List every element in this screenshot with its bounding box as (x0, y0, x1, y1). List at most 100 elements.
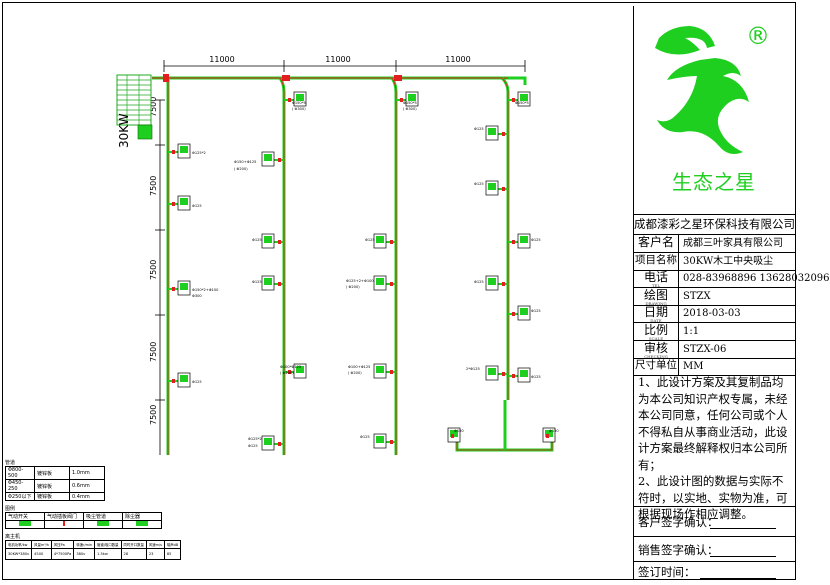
pipe-label: Φ150 (454, 429, 464, 433)
pipe-label: Φ125 (248, 444, 258, 448)
registered-mark: ® (746, 22, 770, 50)
machine-outlet (485, 180, 508, 196)
symbol-legend-title: 图例 (5, 506, 16, 512)
pipe-label: Φ125 (531, 375, 541, 379)
fan-header-cell: 同时开口数量 (120, 540, 147, 549)
info-value: 成都三叶家具有限公司 (683, 238, 783, 249)
pipe-label: Φ125*2 (248, 437, 262, 441)
fan-power-label: 30KW (117, 113, 131, 148)
pipe-label: Φ100+Φ125 (348, 365, 370, 369)
info-value: MM (683, 361, 704, 373)
machine-outlet (542, 427, 556, 443)
company-logo (655, 26, 749, 154)
machine-outlet (508, 367, 531, 383)
symbol-marks-row (5, 520, 162, 529)
pipe-legend-title: 管道 (5, 460, 16, 466)
machine-outlet (485, 365, 508, 381)
symbol-swatch (136, 521, 148, 526)
pipe-label: Φ125 (531, 238, 541, 242)
company-name: 成都漆彩之星环保科技有限公司 (634, 214, 795, 235)
info-key-sub: SCALE (648, 336, 664, 341)
pipe-label: Φ125 (531, 309, 541, 313)
machine-outlet (284, 363, 307, 379)
symbol-swatch (63, 521, 65, 526)
pipe-label: Φ125+2+Φ100 (346, 279, 374, 283)
info-value: STZX-06 (683, 343, 727, 355)
dust-collector (116, 74, 153, 140)
logo-area: ® 生态之星 (634, 6, 795, 215)
pipe-spec-cell: 1.0mm (69, 466, 105, 480)
machine-outlet (508, 305, 531, 321)
dimension-2: 11000 (325, 55, 350, 64)
vdim-4: 7500 (149, 342, 158, 362)
symbol-name: 吸尘管道 (83, 512, 123, 521)
symbol-name: 气动开关 (5, 512, 45, 521)
symbol-mark-cell (122, 520, 162, 529)
pipe-label: Φ125 (192, 380, 202, 384)
info-key-sub: DRAWING (645, 300, 667, 306)
sign-divider-1 (634, 506, 795, 507)
fan-header-cell: 管道/吸口数量 (94, 540, 122, 549)
pipe-spec-cell: Φ800-500 (5, 466, 35, 480)
machine-outlet (373, 433, 396, 449)
sales-sign-line[interactable] (710, 556, 776, 557)
pipe-spec-cell: 0.4mm (69, 492, 105, 501)
design-notes: 1、此设计方案及其复制品均为本公司知识产权专属，未经本公司同意，任何公司或个人不… (638, 374, 790, 523)
machine-outlet (168, 372, 191, 388)
pipe-label: Φ125 (252, 280, 262, 284)
pipe-spec-cell: 镀锌板 (34, 466, 70, 480)
symbol-mark-cell (83, 520, 123, 529)
fan-header-cell: 风量m³/h (31, 540, 52, 549)
order-date-line[interactable] (700, 578, 776, 579)
dimension-1: 11000 (209, 55, 234, 64)
info-value: 1:1 (683, 326, 700, 337)
pipe-label: ( Φ200) (234, 167, 248, 171)
machine-outlet (261, 233, 284, 249)
vdim-5: 7500 (149, 405, 158, 425)
pipe-label: Φ125 (474, 127, 484, 131)
pipe-label: Φ150*5 (515, 101, 529, 105)
pipe-label: Φ150+Φ125 (234, 160, 256, 164)
fan-value-cell: 380v (73, 548, 96, 560)
fan-header-cell: 转速r/min (73, 540, 96, 549)
pipe-label: Φ125 (360, 435, 370, 439)
pipe-label: Φ100*Φ125 (280, 365, 301, 369)
pipe-label: Φ150*5 (292, 101, 306, 105)
info-row: 客户名成都三叶家具有限公司 (634, 235, 795, 253)
pipe-spec-cell: Φ250以下 (5, 492, 35, 501)
symbol-table: 气动开关气动插板阀门吸尘管道除尘器 (5, 512, 162, 529)
customer-sign-line[interactable] (710, 528, 776, 529)
info-key-sub: CHECKING (644, 353, 668, 359)
vdim-2: 7500 (149, 176, 158, 196)
drawing-frame (2, 2, 796, 580)
fan-value-cell: 4500 (31, 548, 52, 560)
info-key-sub: TEL (651, 283, 661, 289)
info-key: 项目名称 (634, 252, 679, 270)
machine-outlet (447, 427, 461, 443)
pipe-label: Φ125 (252, 238, 262, 242)
pipe-spec-cell: 镀锌板 (34, 479, 70, 493)
sign-divider-3 (634, 561, 795, 562)
machine-outlet (373, 275, 396, 291)
machine-branches (168, 91, 556, 451)
machine-outlet (168, 195, 191, 211)
info-key: 尺寸单位 (634, 358, 679, 376)
pipe-label: 2*Φ125 (466, 367, 480, 371)
pipe-label: Φ125 (192, 204, 202, 208)
fan-value-cell: 4*7500Pa (50, 548, 75, 560)
fan-header-cell: 风压Pa (50, 540, 75, 549)
fan-value-cell: 85 (163, 548, 182, 560)
logo-text: 生态之星 (672, 170, 756, 194)
